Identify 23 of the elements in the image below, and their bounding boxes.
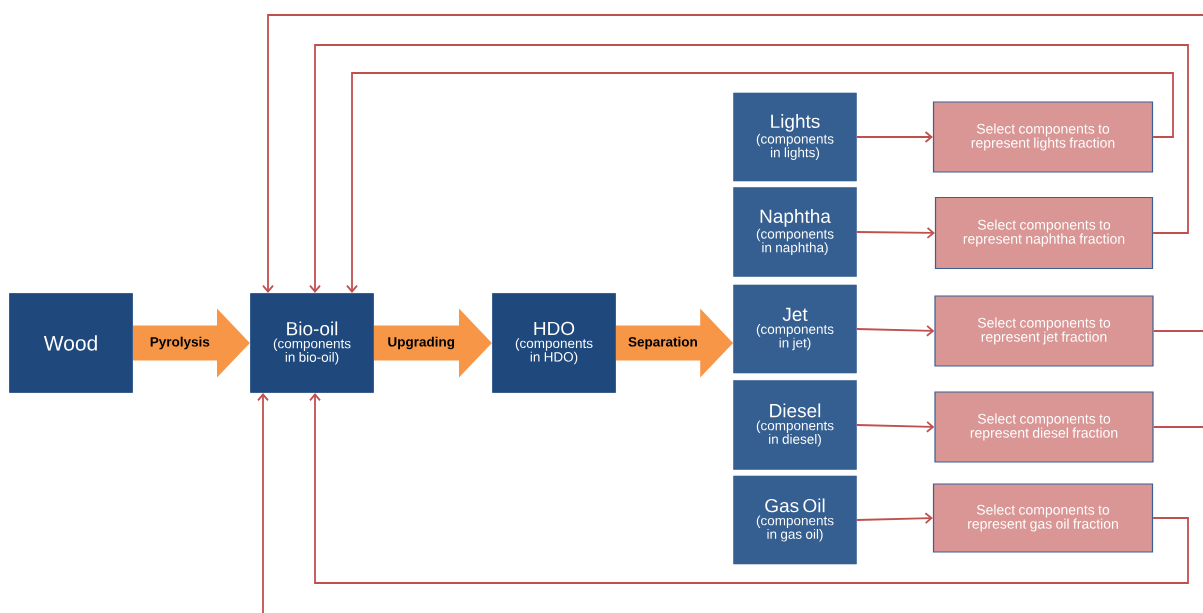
fraction-box: Gas Oil (components in gas oil): [733, 475, 857, 565]
arrow: [346, 72, 1174, 293]
fraction-box: Diesel (components in diesel): [733, 380, 857, 470]
fraction-box: Jet (components in jet): [733, 284, 857, 374]
arrow: [262, 14, 1203, 293]
fraction-box: Lights (components in lights): [733, 92, 857, 182]
selection-box: Select components to represent diesel fraction: [934, 391, 1154, 463]
selection-box: Select components to represent naphtha fraction: [934, 196, 1154, 270]
arrow: [257, 393, 269, 613]
process-box: HDO (components in HDO): [492, 293, 616, 393]
selection-box: Select components to represent lights fraction: [932, 101, 1154, 173]
process-box: Wood: [9, 293, 133, 393]
arrow: [855, 512, 933, 525]
selection-box: Select components to represent jet fraction: [934, 295, 1154, 367]
arrow: [855, 420, 935, 433]
fraction-box: Naphtha (components in naphtha): [733, 187, 857, 277]
selection-box: Select components to represent gas oil fraction: [932, 483, 1154, 553]
arrow: [855, 227, 935, 239]
arrow: [309, 44, 1189, 293]
process-box: Bio-oil (components in bio-oil): [250, 293, 374, 393]
arrow: [855, 324, 935, 337]
arrow: [309, 393, 1189, 584]
arrow: [855, 131, 933, 143]
